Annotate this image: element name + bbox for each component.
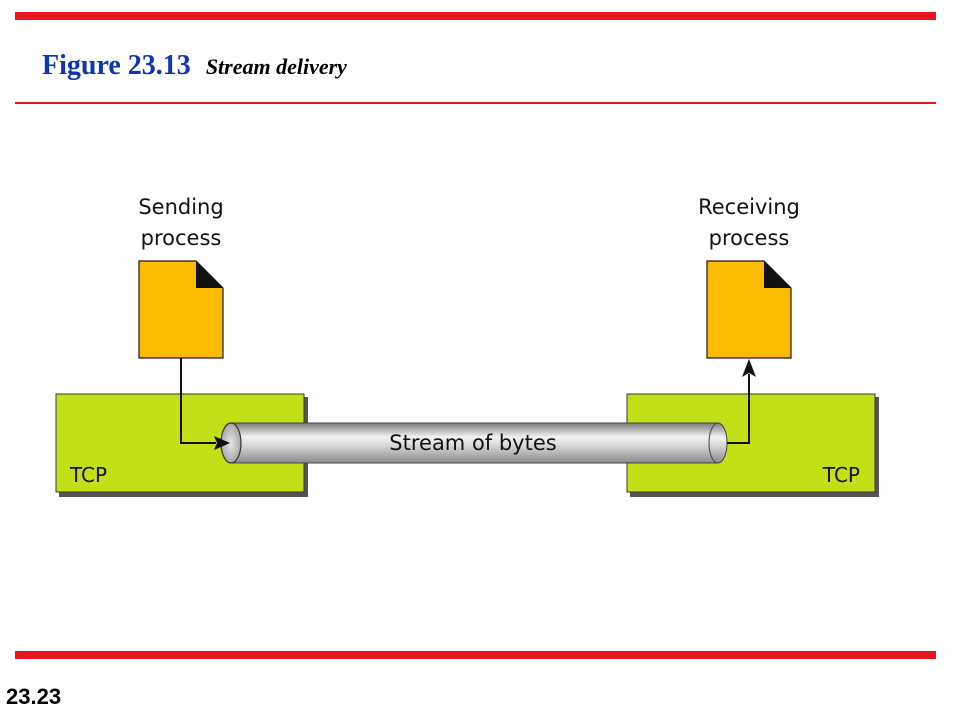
title-rule [15,102,936,104]
send-arrow [180,358,230,450]
figure-label: Figure 23.13 [42,50,191,81]
top-rule [15,12,936,20]
figure-title: Figure 23.13 Stream delivery [42,50,347,82]
receiving-document-icon [706,260,792,359]
receiving-tcp-label: TCP [822,463,860,487]
receive-arrow [727,359,756,444]
sending-process-label-line2: process [141,226,222,250]
slide-number: 23.23 [6,684,62,709]
byte-stream-pipe [220,422,728,464]
sending-document-icon [138,260,224,359]
sending-process-label-line1: Sending [138,195,223,219]
bottom-rule [15,651,936,659]
pipe-label: Stream of bytes [389,431,556,455]
receiving-process-label-line2: process [709,226,790,250]
receiving-process-label-line1: Receiving [698,195,800,219]
sending-tcp-label: TCP [69,463,107,487]
figure-caption: Stream delivery [205,54,347,79]
